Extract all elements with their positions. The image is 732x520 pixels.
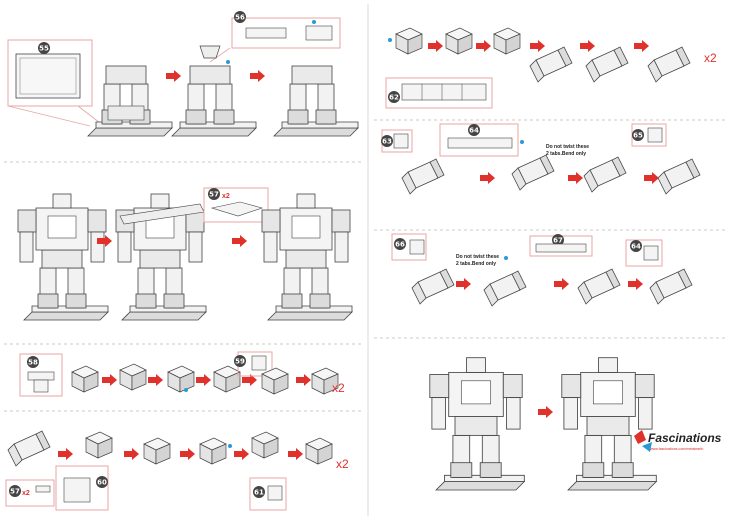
step-61-multiplier: x2 [336, 457, 349, 471]
step-61-panel [249, 477, 287, 511]
step-57-number: 57 [209, 191, 219, 199]
step-58-panel [19, 353, 63, 397]
step-67-number: 67 [553, 237, 563, 245]
brand-url: www.fascinations.com/metalearth [650, 447, 703, 451]
brand-name: Fascinations [648, 431, 722, 445]
step-66-number: 66 [395, 241, 405, 249]
step-59-panel [234, 351, 273, 377]
step-59-number: 59 [235, 358, 245, 366]
step-61-number: 61 [254, 489, 264, 497]
step-62-multiplier: x2 [704, 51, 717, 65]
step-62-panel [385, 77, 493, 109]
step-64-panel [439, 123, 519, 157]
step-63-panel [381, 129, 413, 153]
section-dividers [4, 119, 728, 412]
step-58-number: 58 [28, 359, 38, 367]
step-57b-panel [5, 479, 55, 507]
step-64b-panel [625, 239, 663, 267]
twist-note-top-line2: 2 tabs.Bend only [546, 151, 586, 157]
brand-logo [634, 430, 652, 452]
step-57b-number: 57 [10, 488, 20, 496]
step-57b-multiplier: x2 [22, 490, 30, 497]
step-66-panel [391, 233, 427, 261]
step-60-panel [55, 465, 109, 511]
step-55-number: 55 [39, 45, 49, 53]
step-60-number: 60 [97, 479, 107, 487]
step-56-panel [209, 11, 341, 63]
step-67-panel [529, 234, 593, 257]
step-64-number: 64 [469, 127, 479, 135]
step-64b-number: 64 [631, 243, 641, 251]
step-56-number: 56 [235, 14, 245, 22]
twist-note-top-line1: Do not twist these [546, 144, 589, 150]
twist-note-mid-line2: 2 tabs.Bend only [456, 261, 496, 267]
step-62-number: 62 [389, 94, 399, 102]
twist-note-mid-line1: Do not twist these [456, 254, 499, 260]
step-63-number: 63 [382, 138, 392, 146]
step-65-number: 65 [633, 132, 643, 140]
step-59-multiplier: x2 [332, 381, 345, 395]
step-65-panel [631, 123, 667, 147]
step-57-multiplier: x2 [222, 193, 230, 200]
step-57-panel [203, 187, 269, 223]
